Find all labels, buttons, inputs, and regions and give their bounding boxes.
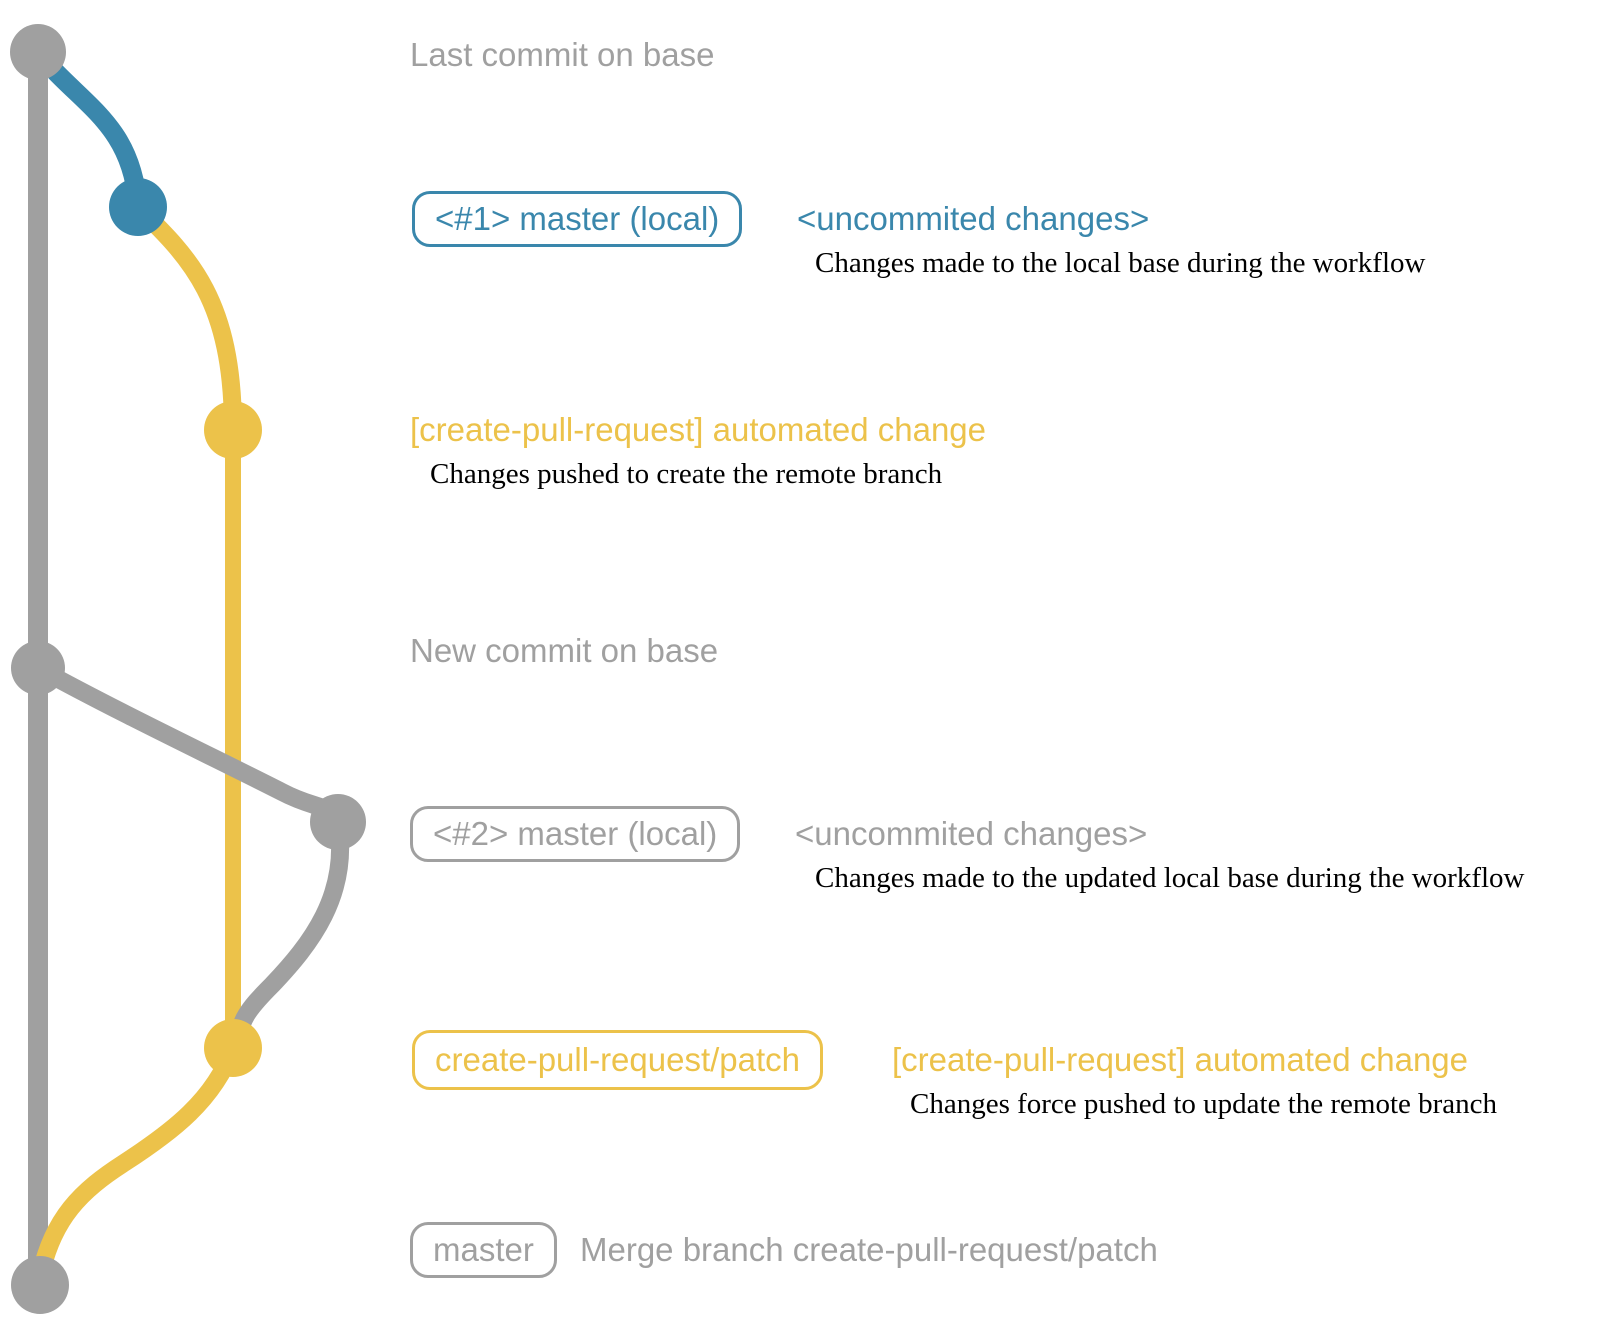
branch-label-master-text: master — [433, 1231, 534, 1268]
branch-label-patch: create-pull-request/patch — [412, 1030, 824, 1090]
branch-label-local-1-text: <#1> master (local) — [435, 200, 720, 237]
note-new-commit-on-base: New commit on base — [410, 632, 719, 669]
commit-node-new-base — [11, 641, 65, 695]
commit-node-local-2 — [310, 794, 366, 850]
patch-branch-out-curve — [131, 200, 242, 431]
commit-node-last-base — [10, 24, 66, 80]
commit-node-patch-2 — [204, 1019, 262, 1077]
base-to-local2-curve — [33, 660, 347, 826]
description-local-changes-2: Changes made to the updated local base d… — [815, 862, 1525, 894]
branch-label-local-1: <#1> master (local) — [412, 191, 743, 247]
patch-branch-merge-curve — [31, 1044, 242, 1280]
commit-node-patch-1 — [204, 401, 262, 459]
branch-label-master: master — [410, 1222, 557, 1278]
branch-label-patch-text: create-pull-request/patch — [435, 1041, 801, 1078]
commit-message-uncommited-1: <uncommited changes> — [797, 200, 1150, 237]
description-force-pushed: Changes force pushed to update the remot… — [910, 1088, 1498, 1120]
local2-to-patch-curve — [227, 820, 350, 1050]
commit-message-automated-2: [create-pull-request] automated change — [892, 1041, 1469, 1078]
note-last-commit-on-base: Last commit on base — [410, 36, 715, 73]
branch-label-local-2: <#2> master (local) — [410, 806, 741, 862]
commit-node-merge — [11, 1256, 69, 1314]
branch-label-local-2-text: <#2> master (local) — [433, 815, 718, 852]
commit-message-automated-1: [create-pull-request] automated change — [410, 411, 987, 448]
description-pushed-branch: Changes pushed to create the remote bran… — [430, 458, 943, 490]
description-local-changes-1: Changes made to the local base during th… — [815, 247, 1426, 279]
commit-node-local-1 — [109, 178, 167, 236]
commit-message-merge: Merge branch create-pull-request/patch — [580, 1231, 1158, 1268]
commit-message-uncommited-2: <uncommited changes> — [795, 815, 1148, 852]
